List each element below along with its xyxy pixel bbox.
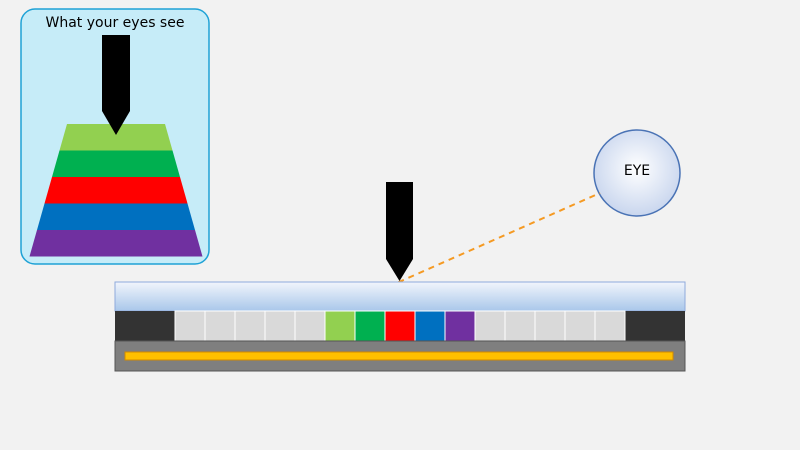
end-block-right [625, 311, 685, 341]
inset-caption: What your eyes see [45, 15, 185, 31]
pixel-cell-11 [474, 310, 506, 342]
pixel-cell-10 [444, 310, 476, 342]
stack-layer-2 [52, 150, 180, 177]
layer-stack [29, 124, 203, 257]
pixel-cell-2 [204, 310, 236, 342]
end-block-left [115, 311, 175, 341]
pixel-cell-3 [234, 310, 266, 342]
device [114, 281, 686, 372]
pixel-cell-8 [384, 310, 416, 342]
pixel-cell-15 [594, 310, 626, 342]
pixel-cell-1 [174, 310, 206, 342]
pixel-cell-6 [324, 310, 356, 342]
pixel-cell-9 [414, 310, 446, 342]
cover-glass [114, 281, 686, 312]
backlight-strip [124, 351, 674, 361]
stack-layer-1 [59, 124, 173, 151]
inset-panel [20, 8, 210, 265]
pixel-row [174, 310, 626, 342]
stack-layer-3 [44, 177, 188, 204]
pixel-cell-13 [534, 310, 566, 342]
eye-label: EYE [623, 163, 651, 179]
stack-layer-4 [37, 203, 195, 230]
main-pointer-arrow [386, 182, 413, 281]
eye-circle [593, 129, 681, 217]
inset-pointer-arrow [102, 35, 130, 135]
pixel-cell-4 [264, 310, 296, 342]
pixel-cell-14 [564, 310, 596, 342]
pixel-cell-7 [354, 310, 386, 342]
pixel-cell-5 [294, 310, 326, 342]
stack-layer-5 [29, 230, 203, 257]
pixel-cell-12 [504, 310, 536, 342]
